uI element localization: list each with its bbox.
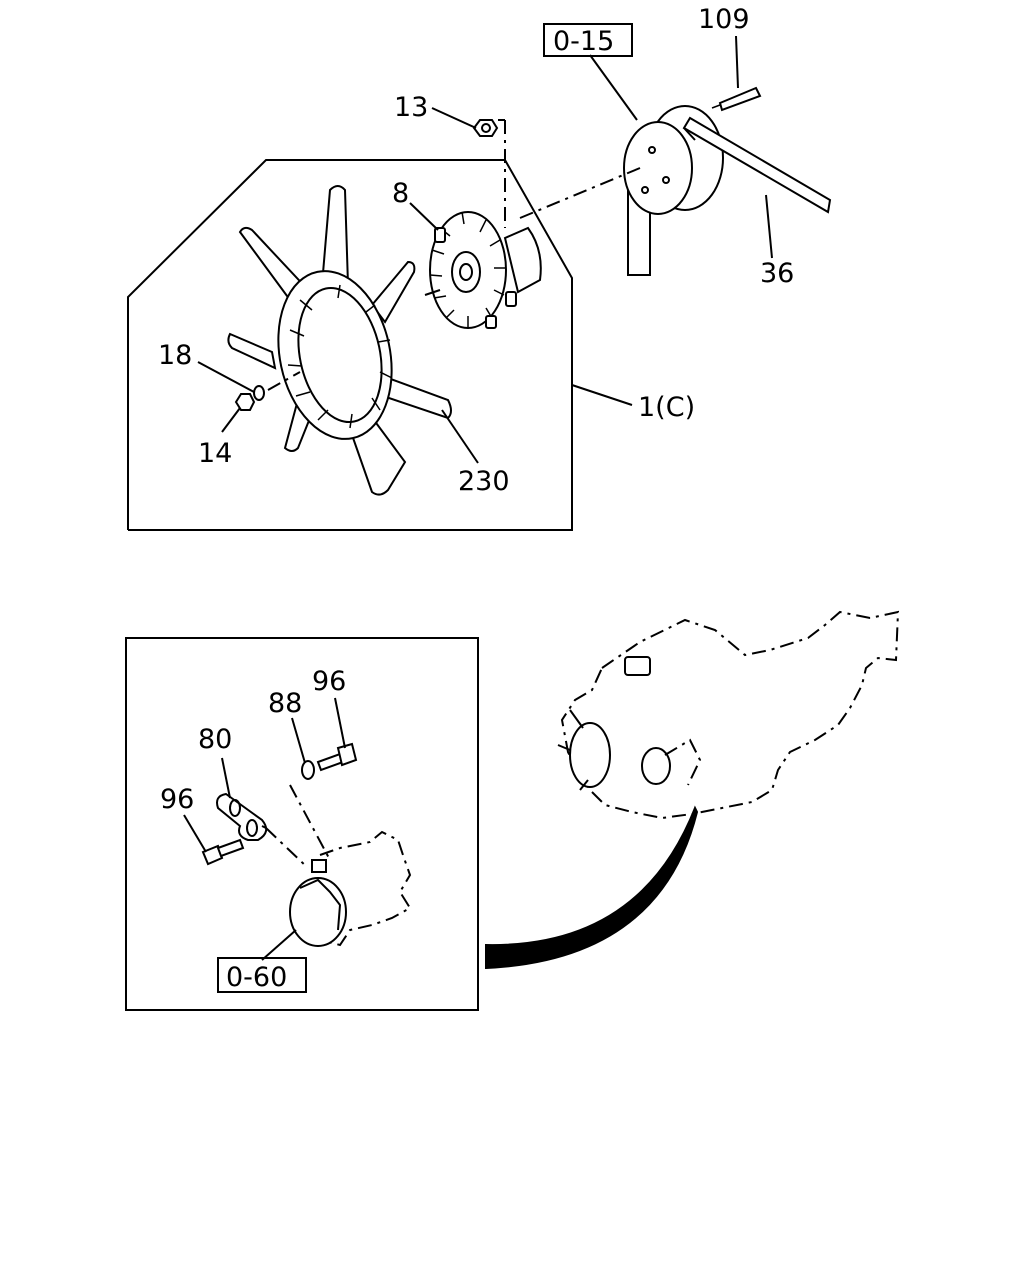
label-109: 109 [698,4,750,35]
label-8: 8 [392,178,409,209]
part-labels: 109 0-15 13 8 36 18 1(C) 14 230 96 88 80… [158,4,794,993]
label-0-15: 0-15 [553,26,614,57]
label-14: 14 [198,438,232,469]
fan-blades [227,185,452,496]
upper-leader-lines [197,35,773,464]
label-96-upper: 96 [312,666,346,697]
label-13: 13 [394,92,428,123]
upper-centerlines [267,119,641,391]
ref-box-0-60 [217,957,307,993]
washer-18 [253,385,265,401]
v-belt [682,116,832,214]
ref-box-0-15 [543,23,633,57]
label-88: 88 [268,688,302,719]
label-80: 80 [198,724,232,755]
bracket-assembly-frame [125,637,479,1011]
label-1c: 1(C) [638,392,695,423]
bracket-80 [216,792,268,841]
label-96-lower: 96 [160,784,194,815]
label-230: 230 [458,466,510,497]
label-36: 36 [760,258,794,289]
fan-clutch [424,211,542,329]
nut-13 [472,119,499,137]
washer-88 [301,760,315,780]
lower-leader-lines [183,697,346,961]
label-0-60: 0-60 [226,962,287,993]
label-18: 18 [158,340,192,371]
engine-overview [557,610,900,820]
bolt-96-upper [316,742,358,772]
location-pointer-arrow [485,805,699,970]
lower-centerlines [261,784,331,869]
bolt-96-lower [201,838,245,866]
nut-14 [234,393,256,411]
stud-bolt [711,86,762,112]
water-pump-housing [289,830,412,947]
